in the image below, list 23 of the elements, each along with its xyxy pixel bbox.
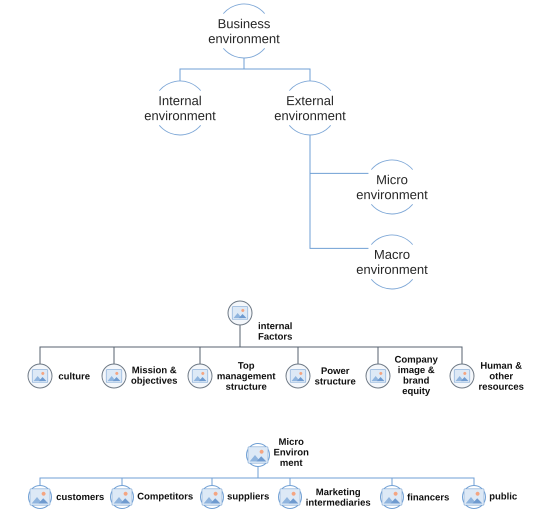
node-label: culture (58, 372, 90, 380)
node-label: public (490, 492, 517, 502)
node-label: Micro Environ ment (274, 438, 308, 466)
connector-line (180, 58, 310, 82)
node-label: Competitors (138, 492, 193, 502)
circle-node: External environment (274, 80, 346, 136)
connector-line (310, 134, 369, 249)
node-label: Human & other resources (479, 362, 524, 390)
node-label: financers (407, 494, 449, 500)
node-label: Mission & objectives (131, 366, 178, 386)
node-label: internal Factors (258, 322, 292, 340)
node-label: Marketing intermediaries (306, 488, 370, 506)
circle-node: Internal environment (144, 80, 216, 136)
node-label: Power structure (314, 367, 356, 385)
connector-line (40, 466, 474, 486)
circle-node: Micro environment (356, 160, 428, 214)
circle-node: Business environment (208, 4, 280, 58)
connector-line (40, 324, 462, 364)
node-label: customers (56, 494, 104, 500)
node-label: Company image & brand equity (394, 356, 438, 396)
circle-node: Macro environment (356, 234, 428, 290)
node-label: Top management structure (218, 362, 276, 390)
node-label: suppliers (227, 492, 269, 502)
